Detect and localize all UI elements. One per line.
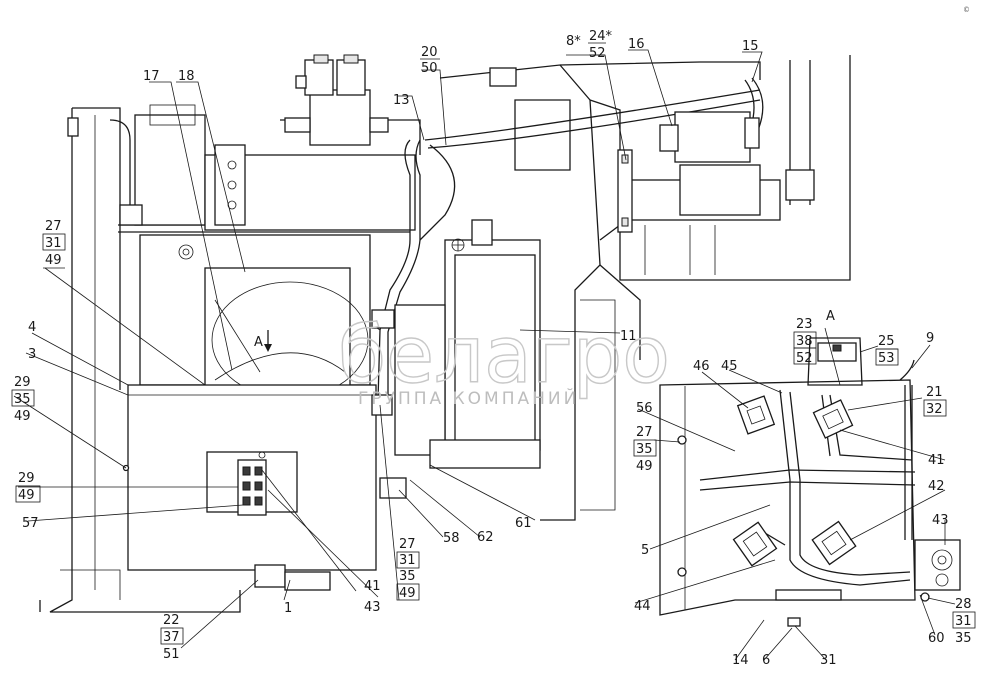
view-label-a: A [826,309,835,324]
callout-15: 15 [742,39,759,54]
callout-31d: 31 [399,553,416,568]
callout-27c: 27 [399,537,416,552]
callout-11: 11 [620,329,637,344]
callout-31b: 31 [955,614,972,629]
callout-35d: 35 [399,569,416,584]
callout-5: 5 [641,543,649,558]
callout-41a: 41 [928,453,945,468]
view-arrow [264,330,272,352]
callout-3: 3 [28,347,36,362]
callout-49d: 49 [636,459,653,474]
callout-29a: 29 [14,375,31,390]
callout-16: 16 [628,37,645,52]
callout-38: 38 [796,334,813,349]
connector-21 [812,399,854,439]
callout-42: 42 [928,479,945,494]
callout-labels: 17 18 13 20 50 8* 24* 52 16 15 27 31 49 … [11,29,976,668]
callout-46: 46 [693,359,710,374]
callout-62: 62 [477,530,494,545]
leader-lines-main [13,49,763,649]
callout-17: 17 [143,69,160,84]
callout-45: 45 [721,359,738,374]
view-arrow-label: A [254,335,263,350]
callout-52b: 52 [796,351,813,366]
upper-bracket-assembly [109,104,421,231]
connector-44 [732,521,778,567]
callout-4: 4 [28,320,36,335]
callout-52a: 52 [589,46,606,61]
callout-29b: 29 [18,471,35,486]
callout-32: 32 [926,402,943,417]
engine-block [439,55,851,521]
callout-6: 6 [762,653,770,668]
callout-49c: 49 [18,488,35,503]
callout-37: 37 [163,630,180,645]
callout-1: 1 [284,601,292,616]
callout-56: 56 [636,401,653,416]
lower-box [122,384,377,591]
callout-49a: 49 [45,253,62,268]
watermark: белагро ГРУППА КОМПАНИЙ [337,310,670,409]
callout-35c: 35 [955,631,972,646]
callout-35a: 35 [14,392,31,407]
leader-lines-detail [634,327,956,661]
starter-motor [394,219,541,469]
callout-14: 14 [732,653,749,668]
detail-view-a [659,337,961,627]
battery-box [139,234,371,399]
callout-60: 60 [928,631,945,646]
callout-31a: 31 [45,236,62,251]
callout-23: 23 [796,317,813,332]
corner-mark: © [963,6,970,14]
callout-43a: 43 [932,513,949,528]
callout-49e: 49 [399,586,416,601]
callout-41b: 41 [364,579,381,594]
callout-28: 28 [955,597,972,612]
callout-25: 25 [878,334,895,349]
watermark-tagline: ГРУППА КОМПАНИЙ [358,387,579,409]
callout-50: 50 [421,61,438,76]
callout-35b: 35 [636,442,653,457]
callout-20: 20 [421,45,438,60]
callout-18: 18 [178,69,195,84]
callout-43b: 43 [364,600,381,615]
callout-9: 9 [926,331,934,346]
connector-42 [811,520,857,566]
cable-harness [371,77,764,499]
callout-27b: 27 [636,425,653,440]
callout-58: 58 [443,531,460,546]
connector-46 [736,395,776,435]
watermark-brand: белагро [338,311,670,401]
callout-51: 51 [163,647,180,662]
callout-24: 24* [589,29,613,44]
callout-57: 57 [22,516,39,531]
callout-61: 61 [515,516,532,531]
callout-49b: 49 [14,409,31,424]
callout-53: 53 [878,351,895,366]
callout-27a: 27 [45,219,62,234]
callout-31c: 31 [820,653,837,668]
callout-13: 13 [393,93,410,108]
callout-21: 21 [926,385,943,400]
valve-block [284,54,389,146]
callout-22: 22 [163,613,180,628]
callout-44: 44 [634,599,651,614]
callout-8: 8* [566,34,581,49]
